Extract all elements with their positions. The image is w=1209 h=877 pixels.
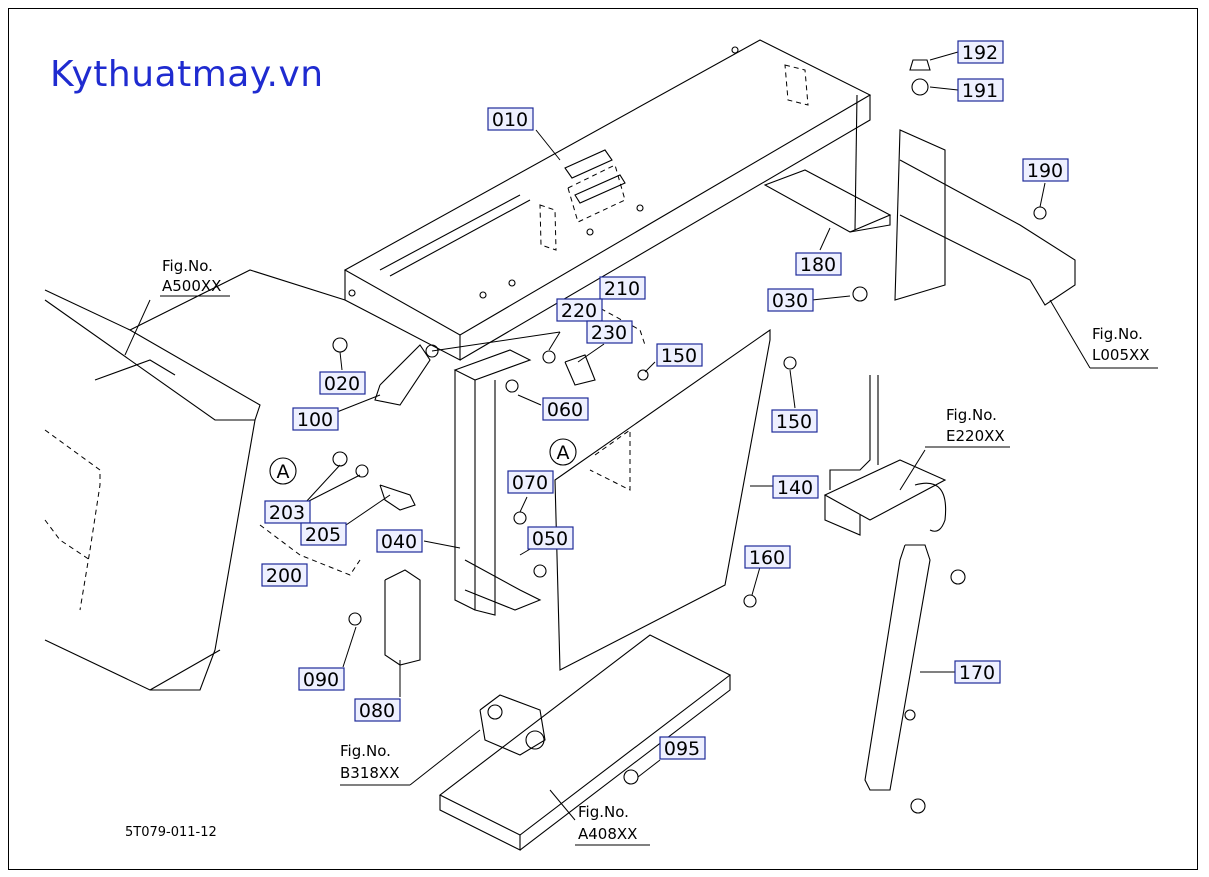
fig-ref-b318: Fig.No. B318XX bbox=[340, 742, 399, 782]
svg-text:040: 040 bbox=[381, 531, 417, 553]
part-label-192: 192 bbox=[957, 40, 1004, 64]
drawing-code: 5T079-011-12 bbox=[125, 825, 217, 840]
svg-text:050: 050 bbox=[532, 528, 568, 550]
svg-text:203: 203 bbox=[269, 502, 305, 524]
part-label-205: 205 bbox=[300, 522, 347, 546]
part-label-210: 210 bbox=[599, 276, 646, 300]
part-label-200: 200 bbox=[261, 563, 308, 587]
part-label-150-a: 150 bbox=[656, 343, 703, 367]
watermark: Kythuatmay.vn bbox=[50, 54, 324, 95]
svg-text:010: 010 bbox=[492, 109, 528, 131]
part-label-220: 220 bbox=[556, 298, 603, 322]
svg-text:192: 192 bbox=[962, 42, 998, 64]
svg-text:140: 140 bbox=[777, 477, 813, 499]
svg-text:230: 230 bbox=[591, 322, 627, 344]
part-label-050: 050 bbox=[527, 526, 574, 550]
fig-ref-a500: Fig.No. A500XX bbox=[160, 257, 230, 297]
part-label-170: 170 bbox=[954, 660, 1001, 684]
svg-text:Fig.No.: Fig.No. bbox=[946, 406, 997, 424]
frame-lower bbox=[384, 569, 732, 851]
svg-text:170: 170 bbox=[959, 662, 995, 684]
svg-text:100: 100 bbox=[297, 409, 333, 431]
part-label-160: 160 bbox=[744, 545, 791, 569]
cover-180 bbox=[763, 94, 1076, 306]
small-parts bbox=[259, 59, 1047, 814]
lever-e220 bbox=[823, 375, 947, 536]
svg-text:191: 191 bbox=[962, 80, 998, 102]
svg-text:E220XX: E220XX bbox=[946, 427, 1005, 445]
svg-text:095: 095 bbox=[664, 738, 700, 760]
svg-text:060: 060 bbox=[547, 399, 583, 421]
svg-text:070: 070 bbox=[512, 472, 548, 494]
fig-ref-l005: Fig.No. L005XX bbox=[1092, 325, 1150, 364]
valve-b318 bbox=[479, 694, 546, 756]
part-label-090: 090 bbox=[298, 667, 345, 691]
part-label-190: 190 bbox=[1022, 158, 1069, 182]
cover-140 bbox=[554, 328, 771, 671]
svg-text:L005XX: L005XX bbox=[1092, 346, 1150, 364]
part-label-100: 100 bbox=[292, 407, 339, 431]
part-label-020: 020 bbox=[319, 371, 366, 395]
svg-text:080: 080 bbox=[359, 700, 395, 722]
svg-text:A408XX: A408XX bbox=[578, 825, 637, 843]
svg-text:180: 180 bbox=[800, 254, 836, 276]
svg-text:150: 150 bbox=[776, 411, 812, 433]
svg-text:210: 210 bbox=[604, 278, 640, 300]
svg-text:020: 020 bbox=[324, 373, 360, 395]
svg-text:160: 160 bbox=[749, 547, 785, 569]
svg-text:B318XX: B318XX bbox=[340, 764, 399, 782]
section-mark-a-2-text: A bbox=[557, 442, 570, 464]
part-label-140: 140 bbox=[772, 475, 819, 499]
svg-text:205: 205 bbox=[305, 524, 341, 546]
part-label-095: 095 bbox=[659, 736, 706, 760]
bracket-040 bbox=[453, 349, 542, 616]
leader-lines bbox=[124, 51, 1158, 846]
svg-text:030: 030 bbox=[772, 290, 808, 312]
fig-ref-a408: Fig.No. A408XX bbox=[578, 803, 637, 843]
part-label-070: 070 bbox=[507, 470, 554, 494]
part-label-060: 060 bbox=[542, 397, 589, 421]
svg-text:Fig.No.: Fig.No. bbox=[340, 742, 391, 760]
rod-170 bbox=[864, 544, 931, 791]
section-mark-a-1-text: A bbox=[277, 461, 290, 483]
part-label-191: 191 bbox=[957, 78, 1004, 102]
svg-text:200: 200 bbox=[266, 565, 302, 587]
part-label-180: 180 bbox=[795, 252, 842, 276]
part-label-030: 030 bbox=[767, 288, 814, 312]
part-label-080: 080 bbox=[354, 698, 401, 722]
part-label-150-b: 150 bbox=[771, 409, 818, 433]
part-label-230: 230 bbox=[586, 320, 633, 344]
part-label-010: 010 bbox=[487, 107, 534, 131]
svg-text:150: 150 bbox=[661, 345, 697, 367]
part-label-040: 040 bbox=[376, 529, 423, 553]
svg-text:Fig.No.: Fig.No. bbox=[1092, 325, 1143, 343]
svg-text:A500XX: A500XX bbox=[162, 277, 221, 295]
panel-a500 bbox=[44, 269, 346, 691]
svg-text:220: 220 bbox=[561, 300, 597, 322]
section-mark-a-1: A bbox=[269, 457, 297, 485]
section-mark-a-2: A bbox=[549, 438, 577, 466]
svg-text:Fig.No.: Fig.No. bbox=[162, 257, 213, 275]
svg-text:090: 090 bbox=[303, 669, 339, 691]
svg-text:190: 190 bbox=[1027, 160, 1063, 182]
fig-ref-e220: Fig.No. E220XX bbox=[925, 406, 1010, 448]
part-label-203: 203 bbox=[264, 500, 311, 524]
svg-text:Fig.No.: Fig.No. bbox=[578, 803, 629, 821]
frame-010 bbox=[343, 39, 872, 361]
drawing-frame bbox=[8, 8, 1198, 870]
